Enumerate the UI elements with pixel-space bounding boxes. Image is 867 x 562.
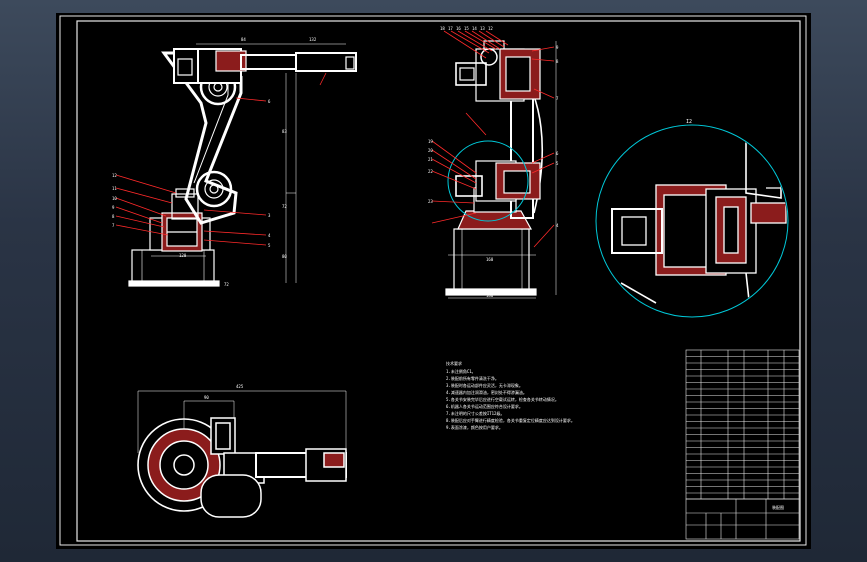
notes-line: 5.各关节安装完毕后应进行空载试运转，检查各关节转动情况。 (446, 396, 559, 402)
top-view (137, 390, 347, 518)
technical-notes: 技术要求 1.未注倒角C1。 2.装配前所有零件清洗干净。 3.装配时各运动部件… (446, 360, 575, 430)
balloon: 8 (556, 59, 559, 64)
parts-list (685, 349, 800, 500)
balloon: 11 (112, 186, 117, 191)
dim-side-base-top: 160 (486, 257, 494, 262)
balloon: 6 (268, 99, 271, 104)
dim-side-base-bottom: 180 (486, 293, 494, 298)
front-view-labels: 84 132 83 72 80 120 72 12 11 10 9 8 7 3 … (112, 37, 317, 287)
balloon: 21 (428, 157, 433, 162)
balloon: 4 (556, 223, 559, 228)
notes-line: 6.机器人各关节运动范围应符合设计要求。 (446, 403, 523, 409)
dim-top-offset: 90 (204, 395, 209, 400)
notes-line: 1.未注倒角C1。 (446, 368, 476, 374)
balloon: 16 (456, 26, 461, 31)
balloon: 7 (112, 223, 115, 228)
dim-front-top: 84 (241, 37, 246, 42)
balloon: 5 (268, 243, 271, 248)
title-block-title: 装配图 (772, 504, 784, 510)
balloon: 4 (268, 233, 271, 238)
inner-frame (76, 20, 801, 542)
notes-line: 9.表面涂漆，颜色按用户要求。 (446, 424, 503, 430)
detail-view (595, 124, 789, 318)
dim-front-height-upper: 83 (282, 129, 287, 134)
balloon: 12 (488, 26, 493, 31)
balloon: 10 (112, 196, 117, 201)
notes-line: 3.装配时各运动部件应灵活，无卡滞现象。 (446, 382, 523, 388)
balloon: 17 (448, 26, 453, 31)
balloon: 7 (556, 96, 559, 101)
balloon: 12 (112, 173, 117, 178)
balloon: 9 (112, 205, 115, 210)
side-view (431, 30, 557, 299)
balloon: 3 (268, 213, 271, 218)
cad-drawing: 84 132 83 72 80 120 72 12 11 10 9 8 7 3 … (59, 15, 807, 546)
balloon: 5 (556, 161, 559, 166)
notes-line: 8.装配后应对手臂进行精度检验，各关节重复定位精度应达到设计要求。 (446, 417, 575, 423)
balloon: 15 (464, 26, 469, 31)
detail-view-label: I2 (686, 119, 692, 125)
outer-frame (59, 15, 807, 546)
balloon: 14 (472, 26, 477, 31)
notes-heading: 技术要求 (446, 360, 462, 366)
dim-front-base-width: 120 (179, 253, 187, 258)
balloon: 18 (440, 26, 445, 31)
notes-line: 7.未注明的尺寸公差按IT12级。 (446, 410, 504, 416)
dim-top-overall: 425 (236, 384, 244, 389)
dim-front-base-right: 72 (224, 282, 229, 287)
notes-line: 4.减速器内加注润滑油，密封处不得渗漏油。 (446, 389, 527, 395)
balloon: 8 (112, 214, 115, 219)
side-view-labels: 18 17 16 15 14 13 12 9 8 7 6 5 4 19 20 2… (428, 26, 559, 298)
balloon: 6 (556, 151, 559, 156)
balloon: 19 (428, 139, 433, 144)
title-block (685, 498, 800, 540)
balloon: 22 (428, 169, 433, 174)
balloon: 13 (480, 26, 485, 31)
dim-front-height-lower: 80 (282, 254, 287, 259)
balloon: 23 (428, 199, 433, 204)
dim-front-height-mid: 72 (282, 204, 287, 209)
front-view (115, 43, 357, 287)
balloon: 9 (556, 45, 559, 50)
balloon: 20 (428, 148, 433, 153)
top-view-labels: 425 90 (204, 384, 244, 400)
drawing-sheet: 84 132 83 72 80 120 72 12 11 10 9 8 7 3 … (56, 13, 811, 549)
notes-line: 2.装配前所有零件清洗干净。 (446, 375, 499, 381)
dim-front-top-right: 132 (309, 37, 317, 42)
